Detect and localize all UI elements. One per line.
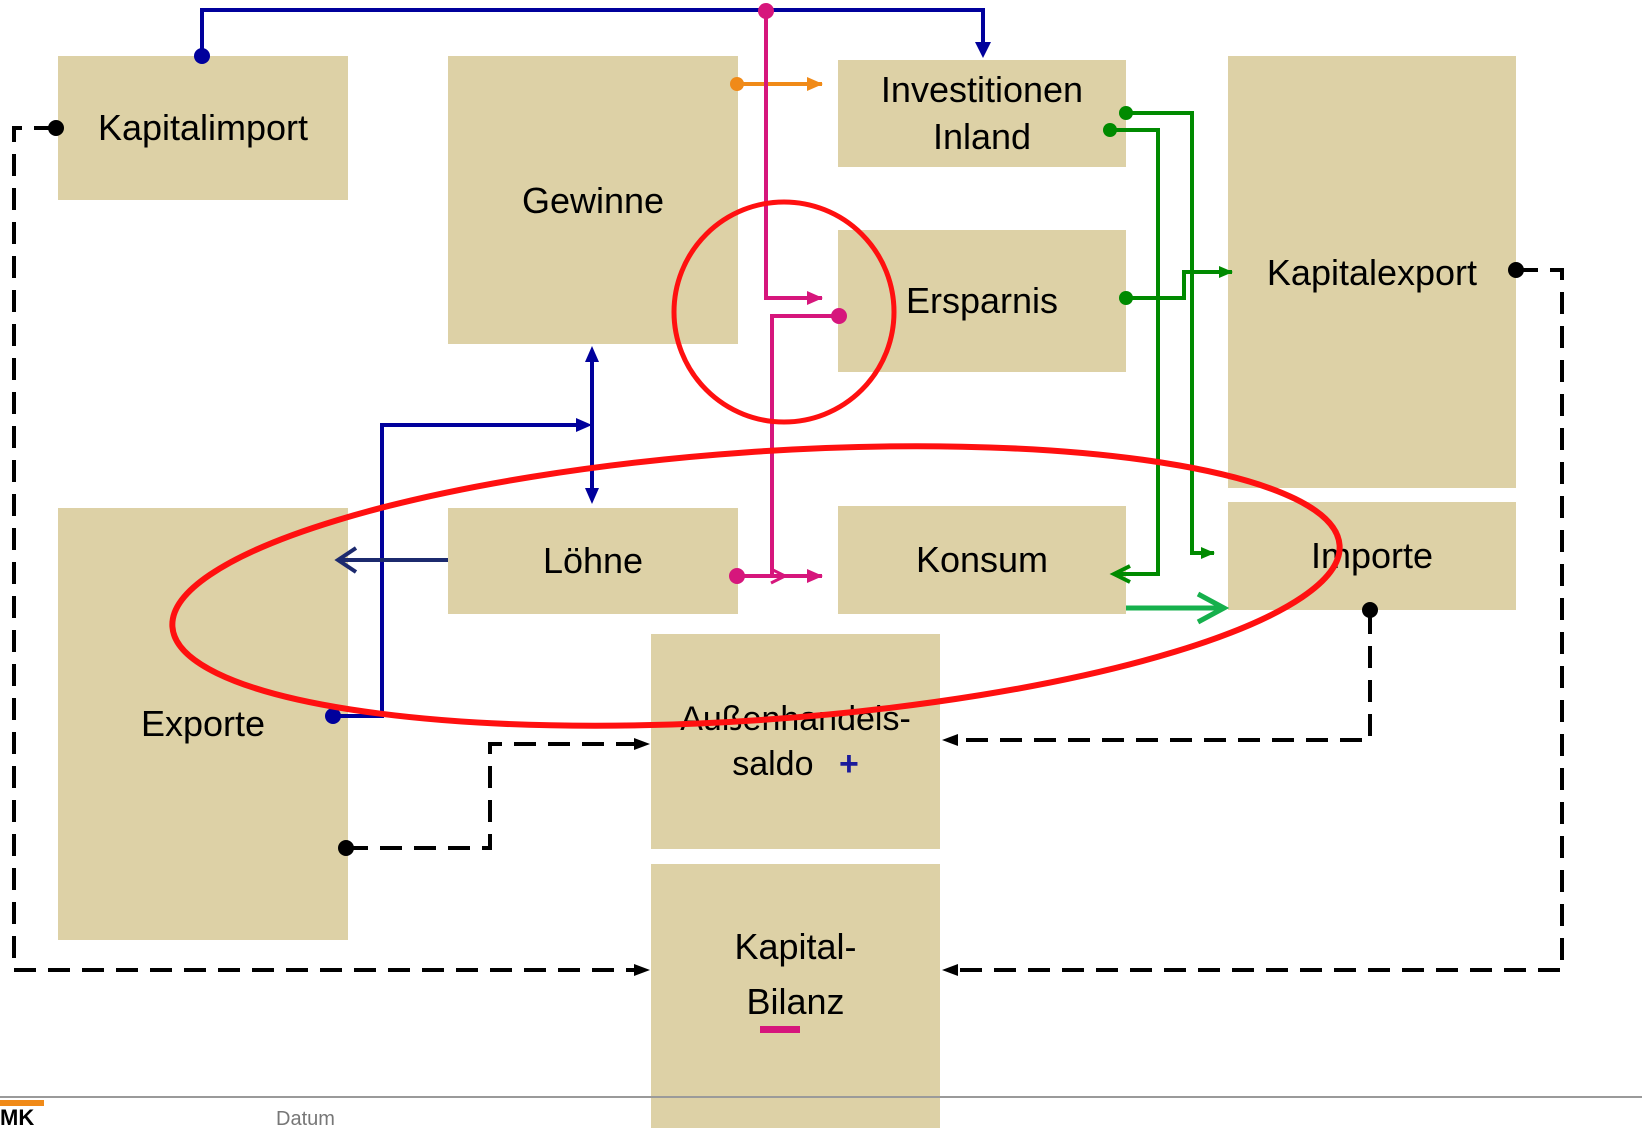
magenta-flows bbox=[729, 3, 847, 585]
plus-sign: + bbox=[838, 744, 859, 783]
logo-accent-bar bbox=[0, 1100, 44, 1106]
blue-top-bus bbox=[194, 8, 991, 64]
dashed-flows bbox=[12, 126, 1564, 972]
footer-divider bbox=[0, 1096, 1642, 1098]
orange-gewinne-investitionen bbox=[730, 77, 823, 91]
minus-sign bbox=[760, 1025, 801, 1033]
label-bilanz-row: Bilanz bbox=[746, 979, 845, 1033]
label-ersparnis: Ersparnis bbox=[905, 279, 1059, 321]
footer-logo: MK bbox=[0, 1105, 35, 1130]
box-kapitalbilanz: Kapital- Bilanz bbox=[651, 864, 940, 1128]
box-kapitalexport: Kapitalexport bbox=[1228, 56, 1516, 488]
label-bilanz: Bilanz bbox=[746, 980, 845, 1022]
label-saldo: saldo bbox=[732, 744, 814, 783]
label-gewinne: Gewinne bbox=[521, 180, 665, 221]
box-investitionen-inland: Investitionen Inland bbox=[838, 60, 1126, 167]
label-kapitalimport: Kapitalimport bbox=[97, 106, 309, 148]
label-saldo-row: saldo + bbox=[732, 742, 859, 786]
label-inland: Inland bbox=[932, 115, 1032, 157]
label-kapitalexport: Kapitalexport bbox=[1266, 252, 1478, 293]
label-investitionen: Investitionen bbox=[880, 68, 1084, 110]
green-flows bbox=[1103, 106, 1233, 625]
blue-exporte-flow bbox=[325, 346, 599, 724]
blue-loehne-to-exporte bbox=[334, 546, 448, 574]
dashed-flow-ends bbox=[48, 120, 1524, 976]
label-kapital: Kapital- bbox=[734, 926, 857, 967]
box-kapitalimport: Kapitalimport bbox=[58, 56, 348, 200]
footer-date: Datum bbox=[276, 1108, 335, 1130]
